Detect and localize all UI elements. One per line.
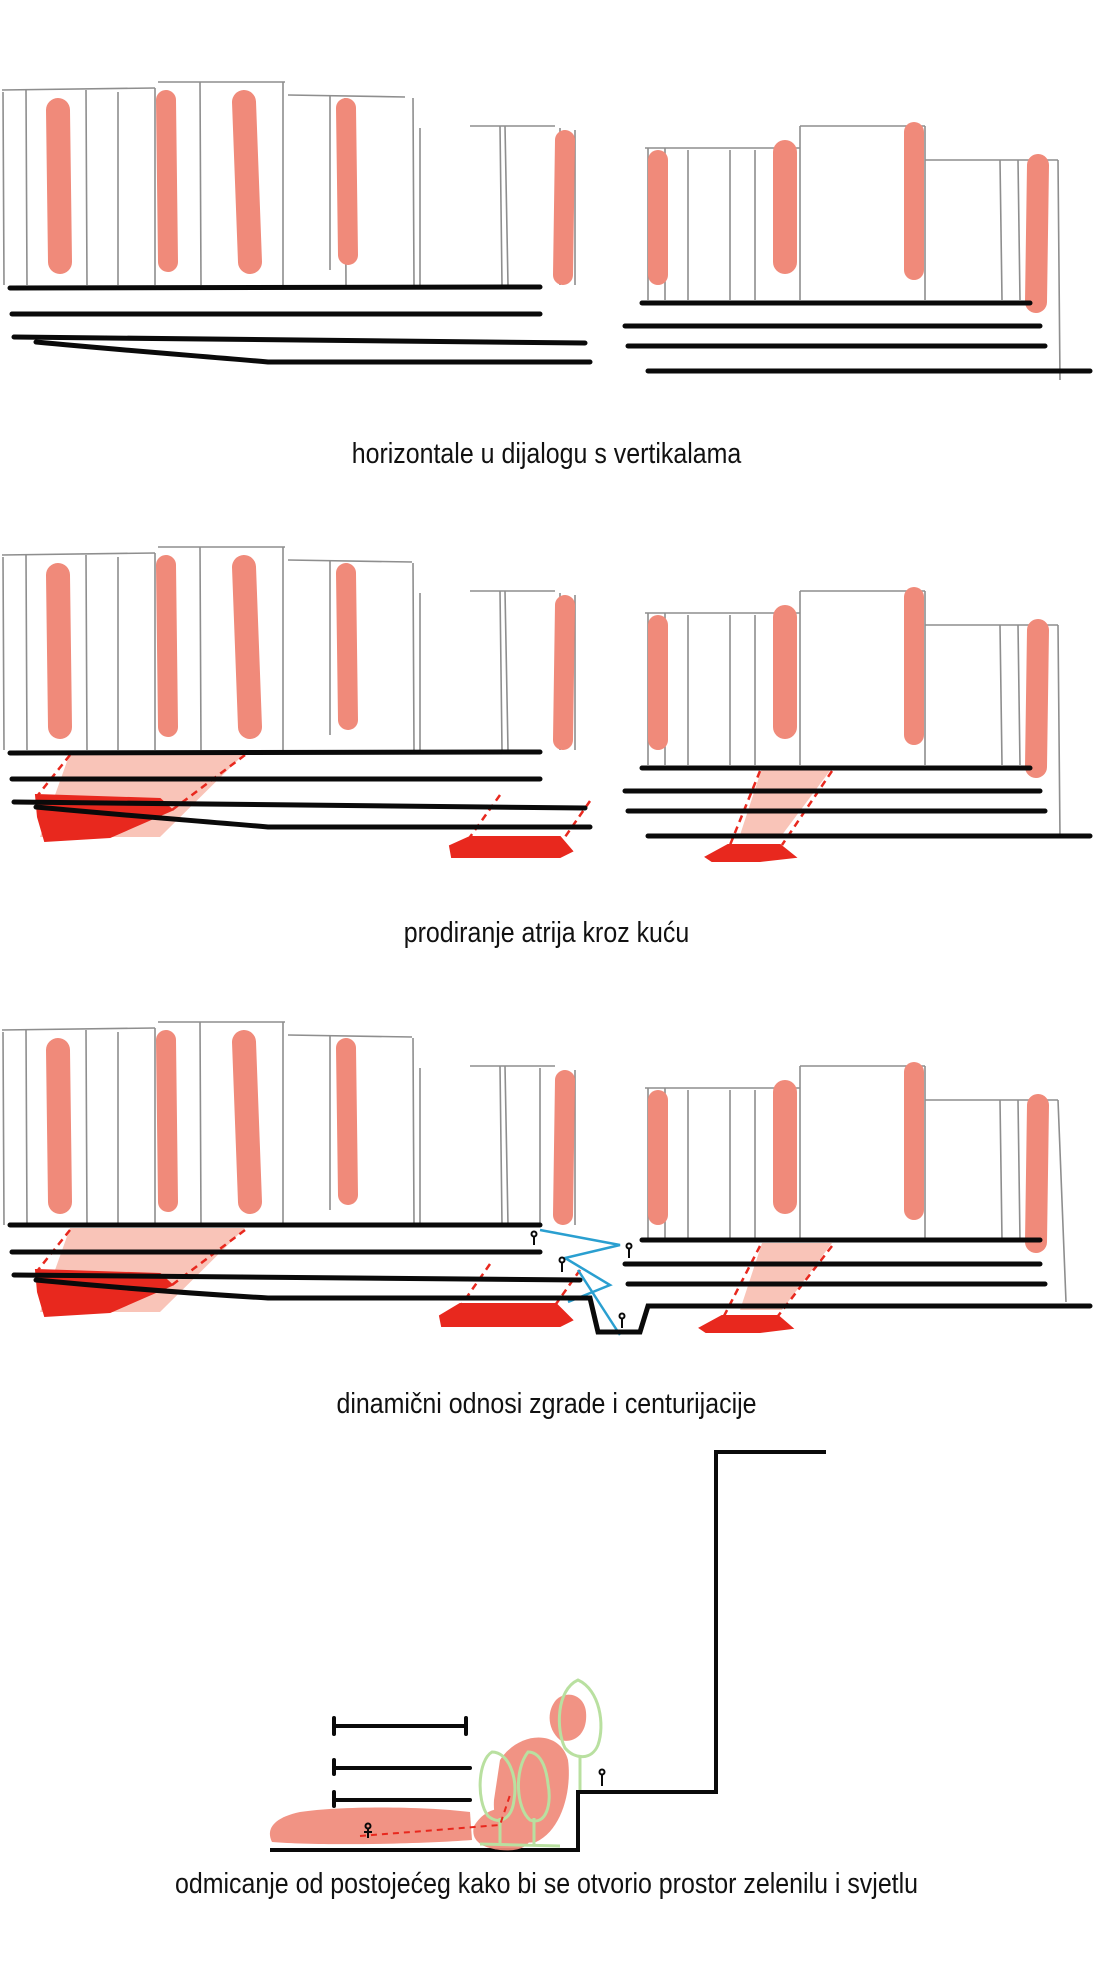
caption-horizontals: horizontale u dijalogu s vertikalama xyxy=(351,438,742,470)
caption-setback: odmicanje od postojećeg kako bi se otvor… xyxy=(174,1868,919,1900)
floor-slabs xyxy=(332,1716,472,1808)
panel-horizontals xyxy=(1,81,1093,381)
panel-setback xyxy=(269,1450,826,1852)
salmon-vertical-bars xyxy=(46,90,1049,313)
atrium-dashed-edges xyxy=(37,754,834,846)
pencil-building-outlines xyxy=(1,81,576,286)
green-trees xyxy=(478,1678,603,1848)
pencil-building-outlines-right xyxy=(645,125,1061,381)
panel-dynamic-relations xyxy=(1,1021,1093,1336)
sightline-dashed xyxy=(359,1794,511,1837)
panel-atrium xyxy=(1,546,1093,862)
blue-circulation-lines xyxy=(539,1228,622,1336)
atrium-red-patches xyxy=(34,793,798,862)
caption-atrium: prodiranje atrija kroz kuću xyxy=(403,917,690,949)
existing-building-outline xyxy=(270,1450,826,1852)
black-horizontal-lines xyxy=(7,284,1093,374)
salmon-ground-mass xyxy=(269,1694,587,1851)
caption-dynamic-relations: dinamični odnosi zgrade i centurijacije xyxy=(336,1388,757,1420)
human-figures xyxy=(530,1230,633,1328)
